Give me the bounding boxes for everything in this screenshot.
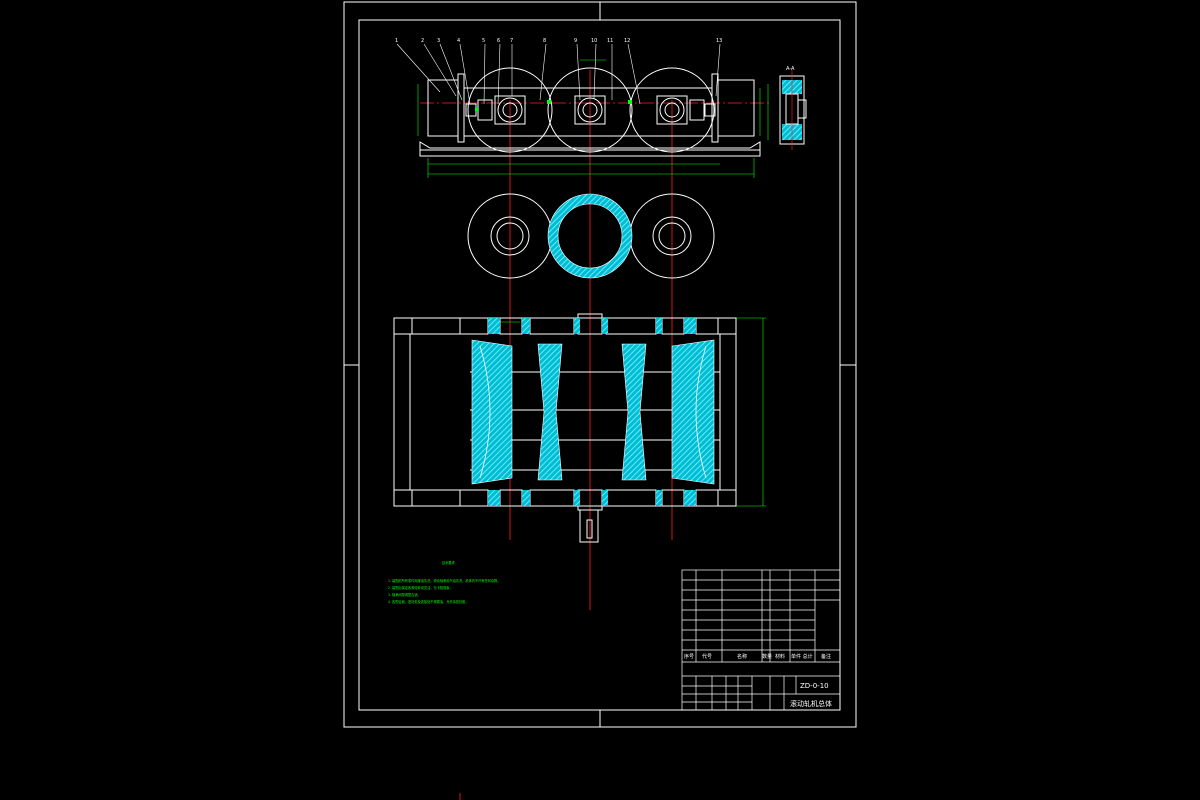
part-label: 3 (437, 38, 440, 44)
note-item: 4. 各配合面、密封处及连接处不得漏油，允许涂密封胶。 (388, 599, 469, 604)
part-label: 2 (421, 38, 424, 44)
part-label: 4 (457, 38, 460, 44)
note-item: 3. 轴承间隙调整合适。 (388, 592, 421, 597)
title-block-text: 序号 代号 名称 数量 材料 单件 总计 备注 ZD-0-10 滚动轧机总体 (684, 653, 832, 708)
part-label: 12 (624, 38, 630, 44)
drawing-name: 滚动轧机总体 (790, 699, 832, 708)
tb-header-code: 代号 (702, 653, 712, 660)
tube-section (547, 193, 633, 279)
part-label: 10 (591, 38, 597, 44)
sheet-border (343, 1, 857, 728)
part-label: 5 (482, 38, 485, 44)
part-label: 9 (574, 38, 577, 44)
note-item: 1. 装配前所有零件用煤油清洗，滚动轴承用汽油清洗，机体内不许有任何杂物。 (388, 578, 500, 583)
part-labels: 1 2 3 4 5 6 7 8 9 10 11 12 13 (395, 38, 722, 44)
tb-header-material: 材料 (775, 653, 785, 660)
section-view-a-a: A-A (779, 66, 807, 150)
plan-view-hatched-sections (471, 318, 715, 506)
title-block (681, 569, 841, 711)
tb-header-weight: 单件 总计 (791, 653, 813, 660)
part-label: 13 (716, 38, 722, 44)
technical-notes: 技术要求 1. 装配前所有零件用煤油清洗，滚动轴承用汽油清洗，机体内不许有任何杂… (388, 560, 500, 604)
leader-lines (396, 43, 721, 105)
section-label: A-A (786, 66, 795, 72)
dimension-lines (417, 59, 769, 507)
note-item: 2. 装配后保证各滚轮转动灵活，无卡阻现象。 (388, 585, 453, 590)
tb-header-qty: 数量 (762, 653, 772, 660)
tb-header-remark: 备注 (821, 653, 831, 660)
part-label: 11 (607, 38, 613, 44)
notes-title: 技术要求 (442, 560, 456, 565)
tb-header-name: 名称 (737, 653, 747, 660)
tb-header-no: 序号 (684, 653, 694, 660)
drawing-number: ZD-0-10 (800, 682, 829, 690)
front-view (419, 67, 761, 157)
roller-middle-view (467, 193, 715, 279)
part-label: 7 (510, 38, 513, 44)
part-label: 6 (497, 38, 500, 44)
front-view-detail-markers (475, 100, 632, 111)
part-label: 1 (395, 38, 398, 44)
part-label: 8 (543, 38, 546, 44)
